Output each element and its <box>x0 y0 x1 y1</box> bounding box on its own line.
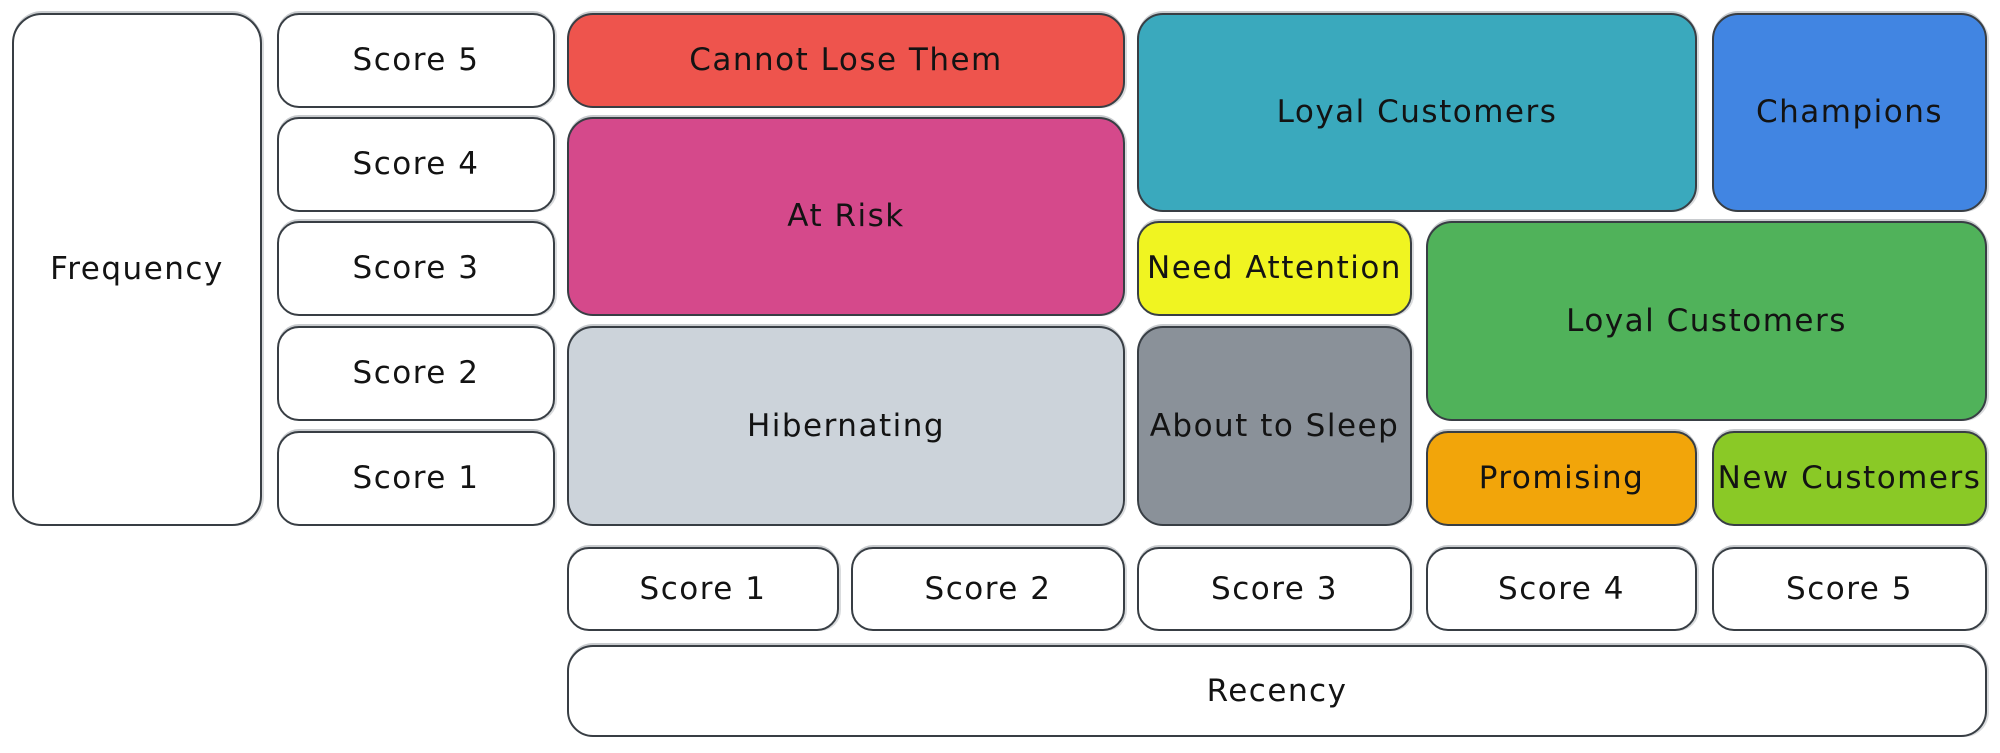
frequency-score-1-label: Score 1 <box>352 460 480 497</box>
frequency-score-2: Score 2 <box>277 326 555 421</box>
recency-score-3-label: Score 3 <box>1211 570 1338 607</box>
recency-score-2: Score 2 <box>851 547 1125 631</box>
frequency-score-5: Score 5 <box>277 13 555 108</box>
segment-label: About to Sleep <box>1149 407 1400 444</box>
segment-need-attention: Need Attention <box>1137 221 1412 316</box>
segment-label: At Risk <box>787 198 905 235</box>
segment-label: Cannot Lose Them <box>689 42 1003 79</box>
segment-cannot-lose-them: Cannot Lose Them <box>567 13 1125 108</box>
frequency-score-2-label: Score 2 <box>352 355 480 392</box>
frequency-axis-label: Frequency <box>50 251 224 288</box>
recency-score-5-label: Score 5 <box>1786 570 1913 607</box>
segment-label: Hibernating <box>746 407 946 444</box>
recency-score-3: Score 3 <box>1137 547 1412 631</box>
recency-score-5: Score 5 <box>1712 547 1987 631</box>
segment-label: Loyal Customers <box>1566 302 1847 339</box>
segment-label: New Customers <box>1717 460 1982 497</box>
recency-score-1: Score 1 <box>567 547 839 631</box>
segment-champions: Champions <box>1712 13 1987 212</box>
frequency-score-5-label: Score 5 <box>352 42 480 79</box>
segment-at-risk: At Risk <box>567 117 1125 316</box>
segment-label: Need Attention <box>1147 250 1402 287</box>
segment-new-customers: New Customers <box>1712 431 1987 526</box>
recency-axis-label: Recency <box>1206 672 1348 709</box>
recency-score-2-label: Score 2 <box>924 570 1052 607</box>
segment-label: Loyal Customers <box>1276 94 1558 131</box>
segment-loyal-customers-green: Loyal Customers <box>1426 221 1987 421</box>
frequency-score-3: Score 3 <box>277 221 555 316</box>
segment-about-to-sleep: About to Sleep <box>1137 326 1412 526</box>
recency-score-4-label: Score 4 <box>1498 570 1625 607</box>
segment-hibernating: Hibernating <box>567 326 1125 526</box>
segment-loyal-customers-teal: Loyal Customers <box>1137 13 1697 212</box>
frequency-axis: Frequency <box>12 13 262 526</box>
frequency-score-4: Score 4 <box>277 117 555 212</box>
segment-label: Champions <box>1755 94 1944 131</box>
frequency-score-1: Score 1 <box>277 431 555 526</box>
frequency-score-4-label: Score 4 <box>352 146 480 183</box>
frequency-score-3-label: Score 3 <box>352 250 480 287</box>
recency-axis: Recency <box>567 645 1987 737</box>
recency-score-4: Score 4 <box>1426 547 1697 631</box>
recency-score-1-label: Score 1 <box>639 570 767 607</box>
segment-promising: Promising <box>1426 431 1697 526</box>
segment-label: Promising <box>1478 460 1645 497</box>
